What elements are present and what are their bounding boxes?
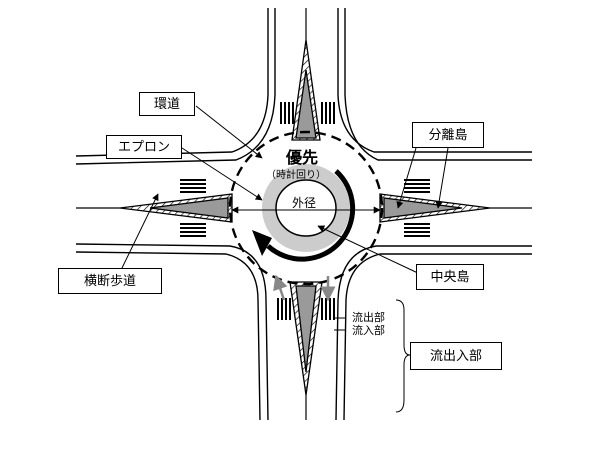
splitter-islands — [119, 39, 491, 396]
label-central-island: 中央島 — [416, 264, 484, 290]
label-outer-diameter: 外径 — [292, 196, 317, 210]
crosswalks — [180, 102, 430, 320]
label-priority: 優先 — [286, 148, 319, 167]
road-edges — [75, 8, 532, 421]
label-exit-lane: 流出部 — [352, 311, 385, 324]
label-clockwise: （時計回り） — [266, 170, 326, 181]
label-entry-exit-section: 流出入部 — [410, 342, 502, 370]
leader-lines — [121, 105, 449, 331]
label-apron: エプロン — [106, 135, 182, 159]
label-ring-road: 環道 — [139, 92, 195, 116]
approach-centerlines — [76, 8, 532, 420]
label-splitter-island: 分離島 — [412, 122, 484, 148]
ring-road-dashed-edge — [228, 130, 384, 286]
label-entry-lane: 流入部 — [352, 324, 385, 337]
circulation-arrow — [266, 169, 356, 262]
label-crosswalk: 横断歩道 — [58, 268, 162, 294]
exit-arrow — [273, 274, 288, 301]
entry-exit-bracket — [395, 299, 411, 413]
